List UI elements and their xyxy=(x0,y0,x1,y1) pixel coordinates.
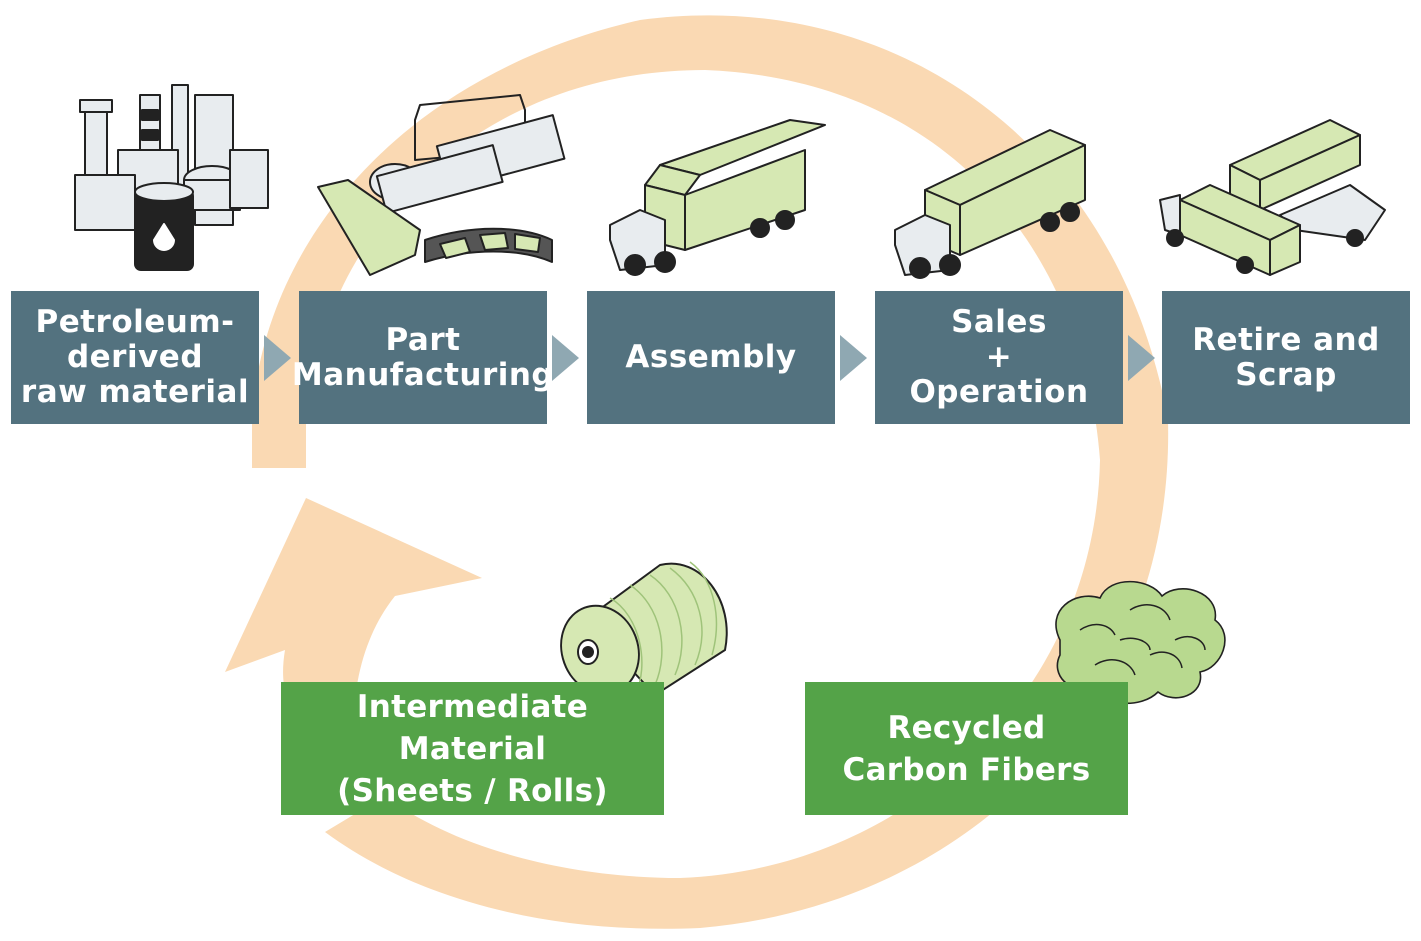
stage-sales-operation: Sales + Operation xyxy=(875,291,1123,424)
scrapped-trucks-icon xyxy=(1159,119,1386,276)
truck-icon xyxy=(894,129,1086,279)
intermediate-material-box: Intermediate Material (Sheets / Rolls) xyxy=(281,682,664,815)
flow-arrow-2 xyxy=(552,335,579,381)
stage-petroleum-raw-material: Petroleum- derived raw material xyxy=(11,291,259,424)
truck-assembly-icon xyxy=(609,119,826,276)
recycled-carbon-fibers-box: Recycled Carbon Fibers xyxy=(805,682,1128,815)
stage-part-manufacturing: Part Manufacturing xyxy=(292,291,554,424)
flow-arrow-4 xyxy=(1128,335,1155,381)
flow-arrow-3 xyxy=(840,335,867,381)
refinery-icon xyxy=(74,84,269,271)
factory-parts-icon xyxy=(317,94,566,276)
stage-assembly: Assembly xyxy=(587,291,835,424)
flow-arrow-1 xyxy=(264,335,291,381)
stage-retire-scrap: Retire and Scrap xyxy=(1162,291,1410,424)
roll-icon xyxy=(560,561,728,697)
